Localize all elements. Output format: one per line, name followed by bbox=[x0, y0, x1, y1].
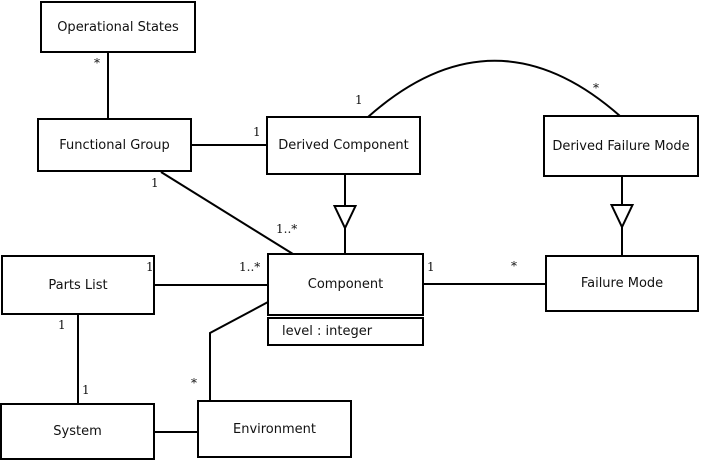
class-name-environment: Environment bbox=[232, 421, 316, 437]
edge-functional-group-component bbox=[160, 171, 294, 255]
class-name-parts-list: Parts List bbox=[48, 277, 108, 293]
edge-derived-component-derived-failure-mode-arc bbox=[367, 59, 621, 118]
multiplicity-pl-comp-many: 1..* bbox=[239, 260, 261, 274]
multiplicity-arc-dfm-star: * bbox=[593, 81, 599, 95]
multiplicity-fg-comp-one: 1 bbox=[151, 176, 159, 190]
multiplicity-arc-dc-one: 1 bbox=[355, 93, 363, 107]
class-name-derived-failure-mode: Derived Failure Mode bbox=[552, 138, 690, 154]
multiplicity-comp-fm-one: 1 bbox=[427, 260, 435, 274]
multiplicity-pl-sys-one-top: 1 bbox=[58, 318, 66, 332]
class-name-derived-component: Derived Component bbox=[278, 138, 409, 153]
generalization-arrow-failure-mode bbox=[609, 204, 635, 230]
class-component-name-compartment: Component bbox=[267, 253, 424, 316]
class-name-operational-states: Operational States bbox=[57, 19, 179, 35]
class-functional-group: Functional Group bbox=[37, 118, 192, 172]
multiplicity-fg-dc-one: 1 bbox=[253, 125, 261, 139]
class-name-failure-mode: Failure Mode bbox=[580, 276, 664, 291]
class-name-system: System bbox=[53, 424, 102, 439]
class-operational-states: Operational States bbox=[40, 1, 196, 53]
multiplicity-fg-comp-many: 1..* bbox=[276, 222, 298, 236]
class-failure-mode: Failure Mode bbox=[545, 255, 699, 312]
class-derived-component: Derived Component bbox=[266, 116, 421, 175]
class-component: Component level : integer bbox=[267, 253, 424, 346]
multiplicity-pl-sys-one-bottom: 1 bbox=[82, 383, 90, 397]
multiplicity-env-comp-star: * bbox=[191, 376, 197, 390]
generalization-arrow-component bbox=[332, 205, 358, 231]
multiplicity-pl-comp-one: 1 bbox=[146, 260, 154, 274]
component-attribute-level: level : integer bbox=[282, 324, 373, 339]
class-parts-list: Parts List bbox=[1, 255, 155, 315]
multiplicity-comp-fm-star: * bbox=[511, 259, 517, 273]
class-system: System bbox=[0, 403, 155, 460]
edge-environment-component bbox=[209, 301, 269, 400]
class-derived-failure-mode: Derived Failure Mode bbox=[543, 115, 699, 177]
class-name-component: Component bbox=[307, 277, 384, 292]
class-name-functional-group: Functional Group bbox=[59, 137, 170, 153]
class-environment: Environment bbox=[197, 400, 352, 458]
class-component-attribute-compartment: level : integer bbox=[267, 317, 424, 346]
multiplicity-opstates-fg-star: * bbox=[94, 56, 100, 70]
